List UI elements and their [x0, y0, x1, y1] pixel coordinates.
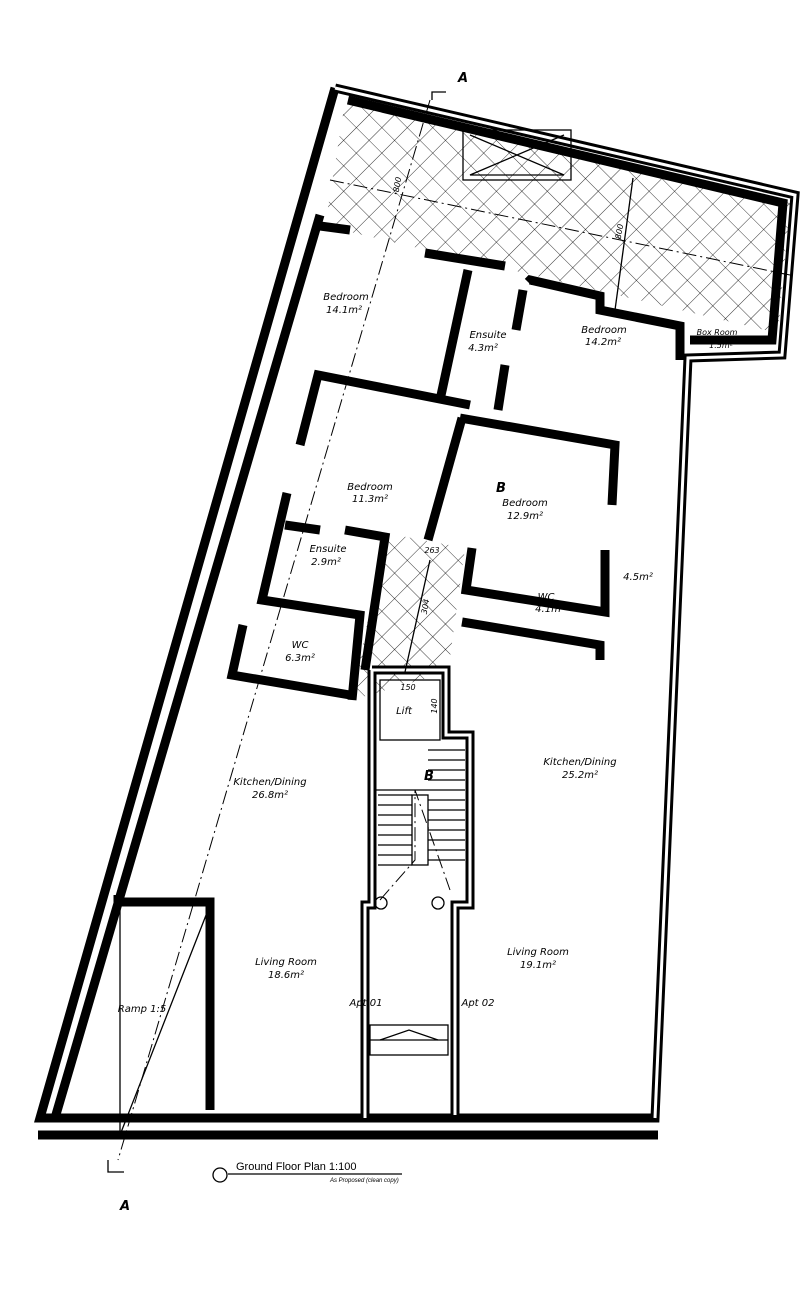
dim-line-right: [614, 177, 634, 311]
room-wc-2: WC 6.3m²: [285, 640, 315, 664]
room-name: Kitchen/Dining: [543, 757, 616, 768]
terrace-centerline: [329, 179, 791, 276]
room-bedroom-2: Bedroom 14.2m²: [581, 325, 627, 348]
room-name: Bedroom: [581, 325, 627, 336]
room-ensuite-2: Ensuite 2.9m²: [309, 544, 346, 568]
drawing-title: Ground Floor Plan 1:100: [236, 1161, 356, 1173]
title-circle-icon: [212, 1167, 228, 1183]
room-area: 25.2m²: [562, 770, 598, 781]
interior-walls: [113, 221, 685, 1118]
room-area: 14.1m²: [326, 305, 362, 316]
dim-left-terrace: 800: [392, 176, 404, 193]
section-line-a: [117, 99, 431, 1161]
drawing-title-block: Ground Floor Plan 1:100 As Proposed (cle…: [212, 1161, 402, 1184]
section-marker-a-bottom: A: [107, 1160, 130, 1214]
room-area: 4.1m²: [535, 604, 565, 615]
room-bedroom-1: Bedroom 14.1m²: [323, 292, 369, 316]
room-living-2: Living Room 19.1m²: [507, 947, 569, 971]
dim-shaft-height: 304: [420, 598, 432, 615]
section-a-top-label: A: [457, 71, 468, 86]
room-name: Box Room: [697, 328, 738, 337]
dim-right-terrace: 800: [614, 223, 626, 240]
section-a-bottom-label: A: [119, 1199, 130, 1214]
ramp-label: Ramp 1:5: [118, 1004, 166, 1015]
room-name: WC: [538, 592, 555, 603]
room-lift: Lift: [396, 706, 413, 717]
room-kitchen-2: Kitchen/Dining 25.2m²: [543, 757, 616, 781]
room-name: Living Room: [255, 957, 317, 968]
apartment-02-label: Apt 02: [460, 998, 494, 1009]
stair-core: [369, 129, 572, 1056]
apartment-01-label: Apt 01: [348, 998, 382, 1009]
room-area: 11.3m²: [352, 494, 388, 505]
room-box-room: Box Room 1.5m²: [697, 328, 738, 350]
dim-lift-depth: 140: [430, 698, 439, 713]
room-area: 19.1m²: [520, 960, 556, 971]
room-area: 14.2m²: [585, 337, 621, 348]
room-kitchen-1: Kitchen/Dining 26.8m²: [233, 777, 306, 801]
room-corridor-area: 4.5m²: [623, 572, 653, 583]
dim-line-shaft: [404, 559, 431, 673]
section-b-stair-label: B: [424, 769, 434, 784]
room-name: WC: [292, 640, 309, 651]
room-area: 6.3m²: [285, 653, 315, 664]
drawing-subtitle: As Proposed (clean copy): [329, 1178, 399, 1184]
ramp: [119, 904, 211, 1136]
section-marker-a-top: A: [431, 71, 468, 100]
room-name: Ensuite: [469, 330, 506, 341]
dim-shaft-width: 263: [424, 546, 439, 555]
room-bedroom-3: Bedroom 11.3m²: [347, 482, 393, 505]
room-name: Ensuite: [309, 544, 346, 555]
room-area: 26.8m²: [252, 790, 288, 801]
room-area: 4.3m²: [468, 343, 498, 354]
room-name: Bedroom: [347, 482, 393, 493]
room-name: Living Room: [507, 947, 569, 958]
room-bedroom-4: Bedroom 12.9m²: [502, 498, 548, 522]
room-living-1: Living Room 18.6m²: [255, 957, 317, 981]
room-area: 12.9m²: [507, 511, 543, 522]
room-ensuite-1: Ensuite 4.3m²: [468, 330, 506, 354]
room-area: 18.6m²: [268, 970, 304, 981]
dim-lift-width: 150: [400, 683, 415, 692]
outer-walls: [34, 83, 800, 1140]
room-name: Bedroom: [502, 498, 548, 509]
room-wc-1: WC 4.1m²: [535, 592, 565, 615]
room-area: 1.5m²: [709, 341, 734, 350]
room-name: Bedroom: [323, 292, 369, 303]
room-area: 2.9m²: [311, 557, 341, 568]
room-name: Kitchen/Dining: [233, 777, 306, 788]
section-b-label: B: [496, 481, 506, 496]
terrace-hatch: [325, 102, 790, 333]
